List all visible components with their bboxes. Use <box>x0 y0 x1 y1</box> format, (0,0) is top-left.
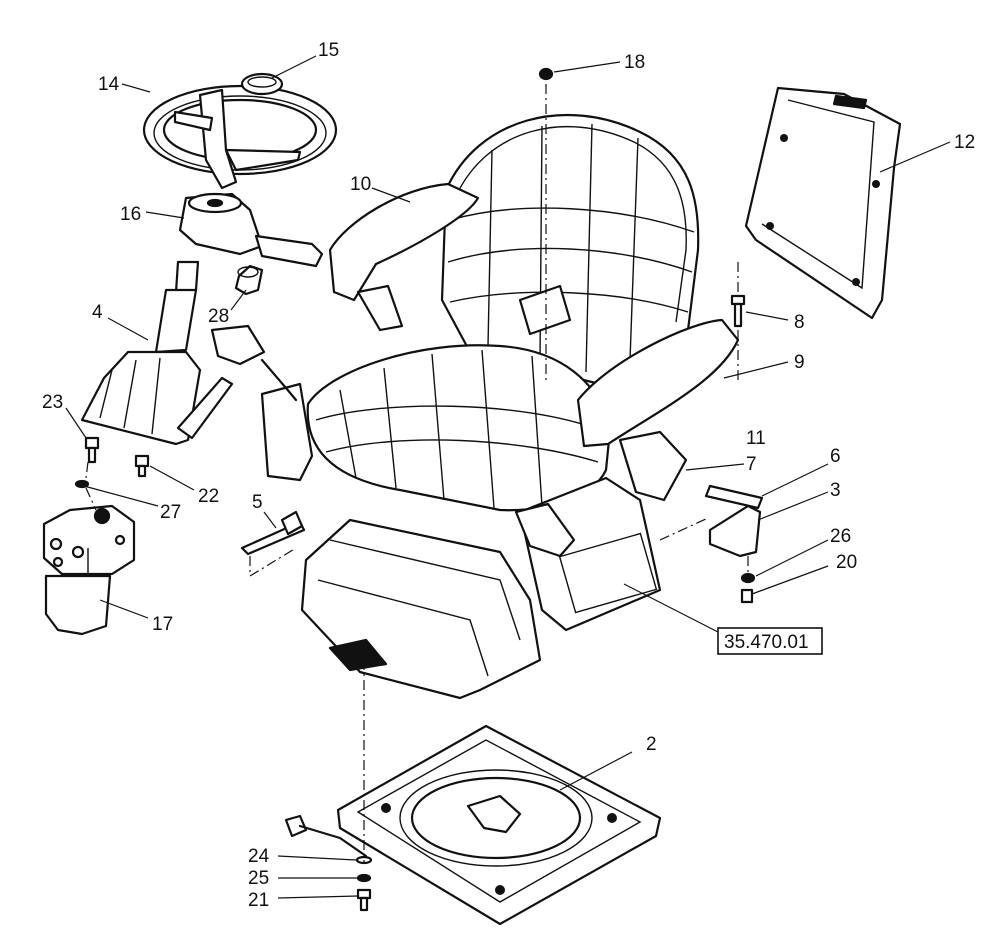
reference-label: 35.470.01 <box>724 632 809 653</box>
armrest-left <box>328 182 480 332</box>
callout-6: 6 <box>830 446 841 467</box>
column-lever <box>178 192 324 268</box>
bolt-21 <box>356 888 372 912</box>
lever-5 <box>240 510 306 556</box>
callout-17: 17 <box>152 614 173 635</box>
callout-20: 20 <box>836 552 857 573</box>
reference-box: 35.470.01 <box>717 627 823 655</box>
callout-8: 8 <box>794 312 805 333</box>
callout-22: 22 <box>198 486 219 507</box>
callout-24: 24 <box>248 846 270 867</box>
back-cover <box>744 86 902 320</box>
bolt-8 <box>730 294 746 328</box>
bolt-20 <box>740 588 754 604</box>
nut-18 <box>538 67 554 81</box>
callout-7: 7 <box>746 454 757 475</box>
callout-4: 4 <box>92 302 103 323</box>
callout-27: 27 <box>160 502 181 523</box>
callout-18: 18 <box>624 52 645 73</box>
armrest-control <box>618 430 688 502</box>
callout-2: 2 <box>646 734 657 755</box>
nut-26 <box>740 572 756 584</box>
steering-unit <box>42 504 136 636</box>
callout-11: 11 <box>746 428 766 449</box>
callout-5: 5 <box>252 492 263 513</box>
callout-14: 14 <box>98 74 120 95</box>
seat-belt <box>210 324 576 558</box>
horn-cap <box>240 72 284 96</box>
callout-21: 21 <box>248 890 269 911</box>
bracket-6 <box>704 484 764 510</box>
steering-column <box>80 260 234 446</box>
washer-27 <box>74 479 90 489</box>
bushing <box>234 264 264 296</box>
assembly-lines <box>85 84 749 862</box>
callout-16: 16 <box>120 204 141 225</box>
bracket-3 <box>708 504 762 558</box>
callout-12: 12 <box>954 132 975 153</box>
callout-15: 15 <box>318 40 339 61</box>
swivel-plate <box>284 724 662 926</box>
callout-28: 28 <box>208 306 229 327</box>
armrest-right <box>576 318 740 448</box>
callout-10: 10 <box>350 174 371 195</box>
callout-labels: 15 14 16 28 4 23 22 27 17 18 12 10 8 9 1… <box>42 40 975 911</box>
seat-cushion <box>306 344 612 512</box>
callout-3: 3 <box>830 480 841 501</box>
leader-lines <box>65 55 951 899</box>
bolt-23 <box>84 436 100 464</box>
callout-9: 9 <box>794 352 805 373</box>
bolt-22 <box>134 454 150 478</box>
steering-wheel <box>142 84 338 190</box>
callout-23: 23 <box>42 392 63 413</box>
washer-25 <box>356 873 372 883</box>
callout-26: 26 <box>830 526 851 547</box>
callout-25: 25 <box>248 868 269 889</box>
